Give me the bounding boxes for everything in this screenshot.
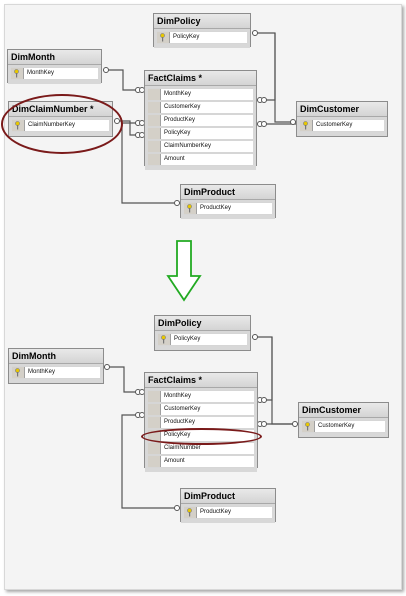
key-icon: [303, 121, 308, 130]
column-name: MonthKey: [28, 369, 56, 375]
column-name: ProductKey: [200, 509, 232, 515]
column-row[interactable]: PolicyKey: [148, 127, 253, 140]
column-name: ClaimNumberKey: [164, 143, 212, 149]
column-name: ClaimNumber: [164, 445, 201, 451]
column-name: MonthKey: [27, 70, 55, 76]
column-name: CustomerKey: [318, 423, 355, 429]
column-name: ProductKey: [164, 419, 196, 425]
key-icon: [187, 204, 192, 213]
column-name: PolicyKey: [174, 336, 201, 342]
table-title: DimCustomer: [297, 102, 387, 117]
table-dim-product-top[interactable]: DimProduct ProductKey: [180, 184, 276, 219]
table-dim-month-top[interactable]: DimMonth MonthKey: [7, 49, 102, 84]
key-icon: [15, 368, 20, 377]
table-title: DimCustomer: [299, 403, 388, 418]
table-title: FactClaims *: [145, 71, 256, 86]
column-name: MonthKey: [164, 91, 192, 97]
column-row[interactable]: MonthKey: [148, 88, 253, 101]
column-name: Amount: [164, 458, 185, 464]
table-dim-product-bottom[interactable]: DimProduct ProductKey: [180, 488, 276, 523]
highlight-ellipse-claim-number-column: [141, 428, 262, 445]
key-icon: [160, 33, 165, 42]
column-row[interactable]: ClaimNumberKey: [148, 140, 253, 153]
column-row[interactable]: CustomerKey: [302, 420, 385, 433]
column-row[interactable]: PolicyKey: [158, 333, 247, 346]
column-row[interactable]: ProductKey: [184, 506, 272, 519]
key-icon: [187, 508, 192, 517]
column-name: ProductKey: [164, 117, 196, 123]
column-row[interactable]: Amount: [148, 153, 253, 166]
column-row[interactable]: MonthKey: [12, 366, 100, 379]
rel-top-product-fact: [121, 122, 180, 204]
column-row[interactable]: PolicyKey: [157, 31, 247, 44]
column-row[interactable]: CustomerKey: [148, 403, 254, 416]
column-name: CustomerKey: [164, 104, 201, 110]
column-name: CustomerKey: [316, 122, 353, 128]
table-fact-claims-top[interactable]: FactClaims * MonthKey CustomerKey Produc…: [144, 70, 257, 170]
column-name: ProductKey: [200, 205, 232, 211]
column-row[interactable]: MonthKey: [11, 67, 98, 80]
column-row[interactable]: CustomerKey: [148, 101, 253, 114]
arrow-down-icon: [166, 240, 202, 302]
column-row[interactable]: ProductKey: [184, 202, 272, 215]
table-dim-customer-top[interactable]: DimCustomer CustomerKey: [296, 101, 388, 137]
table-title: DimProduct: [181, 489, 275, 504]
table-title: DimMonth: [8, 50, 101, 65]
table-dim-customer-bottom[interactable]: DimCustomer CustomerKey: [298, 402, 389, 438]
column-name: PolicyKey: [164, 130, 191, 136]
table-title: DimPolicy: [154, 14, 250, 29]
column-row[interactable]: MonthKey: [148, 390, 254, 403]
key-icon: [14, 69, 19, 78]
key-icon: [305, 422, 310, 431]
column-row[interactable]: CustomerKey: [300, 119, 384, 132]
key-icon: [161, 335, 166, 344]
column-row[interactable]: Amount: [148, 455, 254, 468]
table-dim-policy-top[interactable]: DimPolicy PolicyKey: [153, 13, 251, 48]
column-name: Amount: [164, 156, 185, 162]
table-dim-month-bottom[interactable]: DimMonth MonthKey: [8, 348, 104, 384]
highlight-ellipse-claim-number-table: [1, 94, 123, 154]
rel-top-policy-customer: [274, 33, 296, 123]
rel-bot-month-fact: [104, 366, 144, 393]
table-title: DimMonth: [9, 349, 103, 364]
column-name: MonthKey: [164, 393, 192, 399]
rel-bot-policy-customer: [271, 337, 298, 425]
table-fact-claims-bottom[interactable]: FactClaims * MonthKey CustomerKey Produc…: [144, 372, 258, 472]
table-title: FactClaims *: [145, 373, 257, 388]
rel-bot-product-fact: [121, 414, 180, 509]
table-dim-policy-bottom[interactable]: DimPolicy PolicyKey: [154, 315, 251, 351]
table-title: DimProduct: [181, 185, 275, 200]
rel-top-month-fact: [103, 69, 144, 91]
table-title: DimPolicy: [155, 316, 250, 331]
column-row[interactable]: ProductKey: [148, 114, 253, 127]
column-name: CustomerKey: [164, 406, 201, 412]
column-name: PolicyKey: [173, 34, 200, 40]
